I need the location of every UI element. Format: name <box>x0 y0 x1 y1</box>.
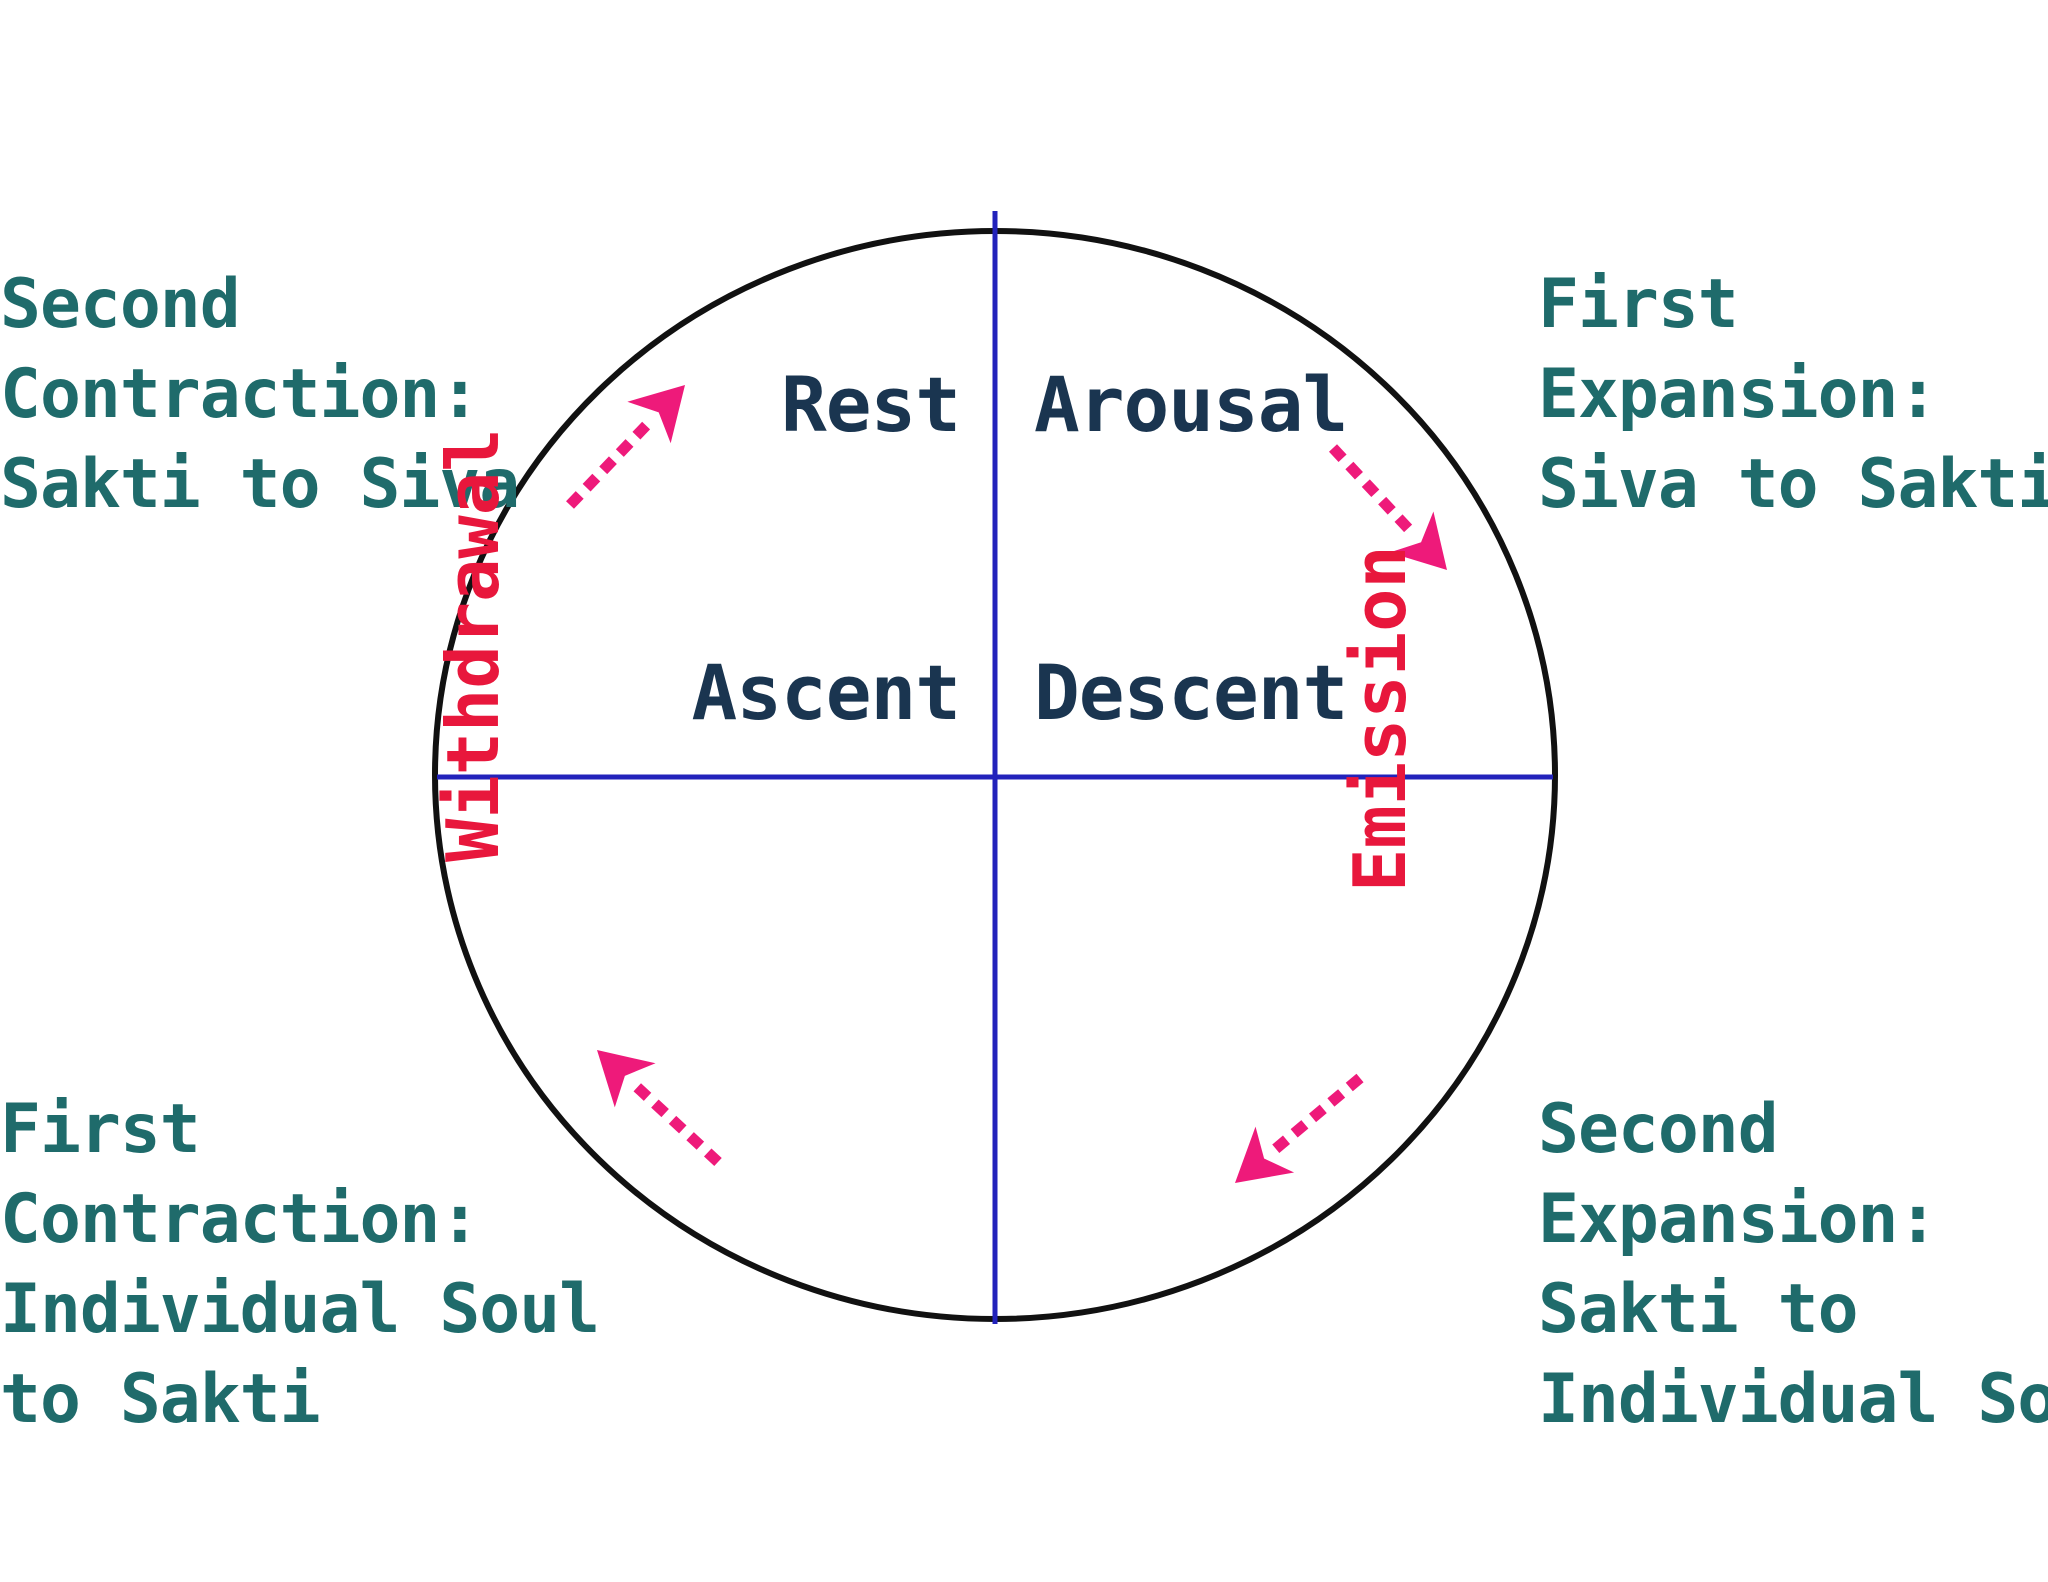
arrows-group <box>566 385 1447 1183</box>
quadrant-label-ascent: Ascent <box>691 648 961 737</box>
corner-line: Individual Soul <box>0 1270 600 1349</box>
dotted-arrow-up-right-icon-shaft <box>566 418 653 509</box>
corner-line: Sakti to Siva <box>0 445 520 524</box>
corner-label-first-contraction: First Contraction: Individual Soul to Sa… <box>0 1085 600 1445</box>
dotted-arrow-down-left-icon-shaft <box>1271 1073 1364 1154</box>
quadrant-label-descent: Descent <box>1034 648 1348 737</box>
arrow-top-left <box>566 385 685 509</box>
corner-line: Contraction: <box>0 1180 480 1259</box>
corner-line: to Sakti <box>0 1360 321 1439</box>
dotted-arrow-down-right-icon-shaft <box>1328 444 1416 536</box>
corner-line: Contraction: <box>0 355 480 434</box>
corner-line: Sakti to <box>1538 1270 1859 1349</box>
corner-line: Expansion: <box>1538 1180 1938 1259</box>
corner-line: Expansion: <box>1538 355 1938 434</box>
corner-line: Individual Soul <box>1538 1360 2048 1439</box>
dotted-arrow-up-right-icon <box>627 385 685 444</box>
arrow-bottom-left <box>597 1050 722 1167</box>
corner-label-first-expansion: First Expansion: Siva to Sakti <box>1538 260 2048 530</box>
corner-label-second-expansion: Second Expansion: Sakti to Individual So… <box>1538 1085 2048 1445</box>
corner-line: Second <box>0 265 241 344</box>
corner-line: First <box>1538 265 1739 344</box>
corner-label-second-contraction: Second Contraction: Sakti to Siva <box>0 260 520 530</box>
quadrant-label-arousal: Arousal <box>1034 360 1348 449</box>
arrow-bottom-right <box>1235 1073 1364 1183</box>
flow-label-withdrawal: Withdrawal <box>431 428 515 862</box>
quadrant-label-rest: Rest <box>780 360 961 449</box>
corner-line: Siva to Sakti <box>1538 445 2048 524</box>
arrow-top-right <box>1328 444 1447 570</box>
flow-label-emission: Emission <box>1338 545 1422 892</box>
dotted-arrow-down-left-icon <box>1235 1126 1295 1183</box>
corner-line: First <box>0 1090 201 1169</box>
dotted-arrow-up-left-icon <box>597 1050 656 1108</box>
dotted-arrow-up-left-icon-shaft <box>631 1081 722 1167</box>
corner-line: Second <box>1538 1090 1779 1169</box>
dotted-arrow-down-right-icon <box>1389 511 1447 570</box>
